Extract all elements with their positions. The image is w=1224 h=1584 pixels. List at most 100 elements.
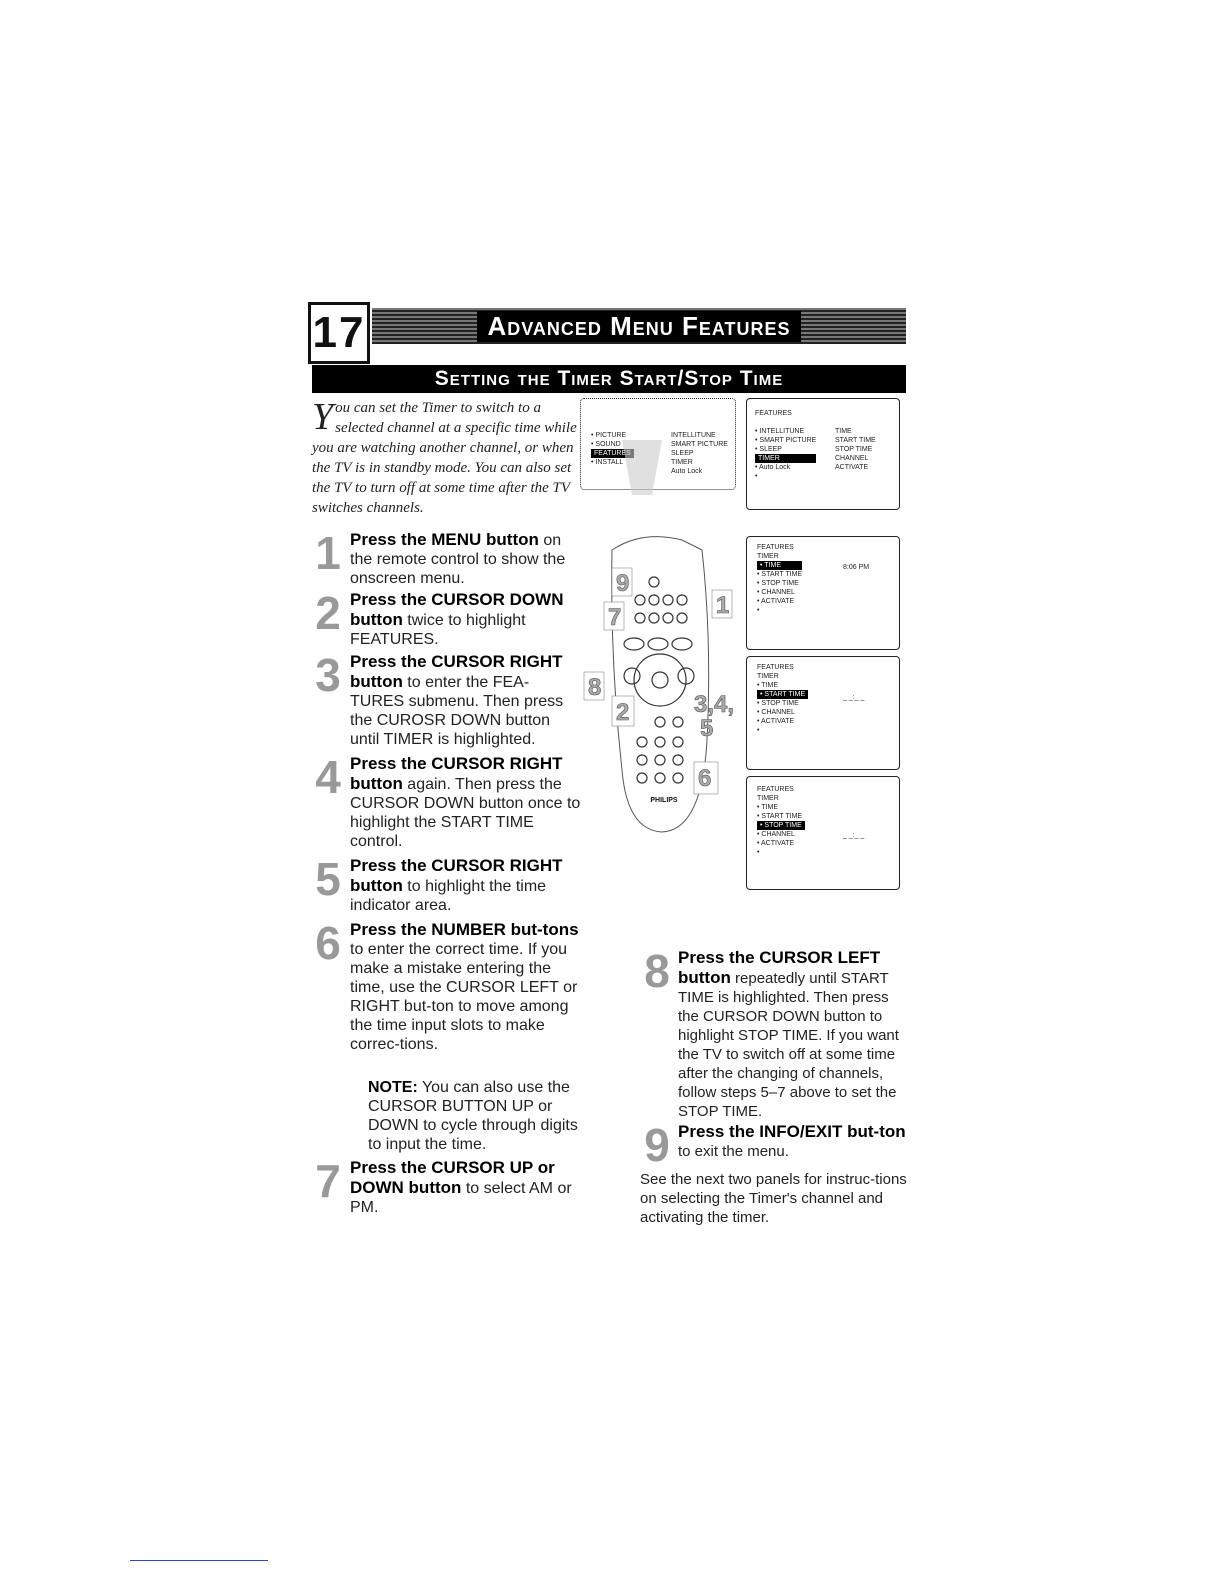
screen-title: FEATURES <box>757 786 794 793</box>
note-text: You can also use the CURSOR BUTTON UP or… <box>368 1079 578 1153</box>
step-text: again. Then press the CURSOR DOWN button… <box>350 776 581 850</box>
menu-item: • TIME <box>757 804 778 811</box>
page-number: 17 <box>308 302 370 364</box>
step-number: 7 <box>315 1155 341 1207</box>
screen-features: FEATURES • INTELLITUNE • SMART PICTURE •… <box>746 398 900 510</box>
callout-2: 2 <box>616 699 629 726</box>
menu-item: • PICTURE <box>591 432 627 439</box>
menu-arrow-icon <box>622 440 662 495</box>
callout-9: 9 <box>616 570 629 597</box>
intro-text: ou can set the Timer to switch to a sele… <box>312 400 577 516</box>
menu-item: • INTELLITUNE <box>755 428 805 435</box>
section-title: Advanced Menu Features <box>477 310 801 342</box>
menu-item: • START TIME <box>757 813 803 820</box>
step-text: repeatedly until START TIME is highlight… <box>678 970 899 1120</box>
menu-item: • <box>755 473 758 480</box>
menu-item: • ACTIVATE <box>757 840 795 847</box>
submenu-item: START TIME <box>835 437 876 444</box>
menu-item: • SOUND <box>591 441 621 448</box>
submenu-item: SLEEP <box>671 450 694 457</box>
menu-item: • CHANNEL <box>757 709 795 716</box>
step-number: 3 <box>315 649 341 701</box>
menu-item-highlighted: FEATURES <box>591 449 634 458</box>
step-7: 7 Press the CURSOR UP or DOWN button to … <box>312 1158 582 1217</box>
callout-8: 8 <box>588 674 601 701</box>
step-action: Press the CURSOR RIGHT button <box>350 652 563 691</box>
menu-item: • ACTIVATE <box>757 598 795 605</box>
callout-5: 5 <box>700 715 713 742</box>
step-action: Press the NUMBER but-tons <box>350 920 579 939</box>
screen-timer-time: FEATURES TIMER • TIME • START TIME • STO… <box>746 536 900 650</box>
remote-control-illustration: PHILIPS 9 1 7 8 2 3,4, 5 6 <box>583 440 734 833</box>
menu-item: • CHANNEL <box>757 589 795 596</box>
screen-title: FEATURES <box>757 664 794 671</box>
menu-item: • INSTALL <box>591 459 624 466</box>
screen-timer-start-time: FEATURES TIMER • TIME • START TIME • STO… <box>746 656 900 770</box>
time-value: _ _:_ _ <box>843 832 865 839</box>
submenu-item: TIMER <box>671 459 693 466</box>
note-label: NOTE: <box>368 1079 418 1096</box>
menu-item: • STOP TIME <box>757 580 799 587</box>
menu-item: • Auto Lock <box>755 464 791 471</box>
step-number: 4 <box>315 751 341 803</box>
step-action: Press the CURSOR DOWN button <box>350 590 564 629</box>
step-6: 6 Press the NUMBER but-tons to enter the… <box>312 920 582 1054</box>
step-text: to exit the menu. <box>678 1143 789 1160</box>
screen-subtitle: TIMER <box>757 673 779 680</box>
step-9: 9 Press the INFO/EXIT but-ton to exit th… <box>640 1122 910 1168</box>
callout-3-4: 3,4, <box>694 691 734 718</box>
note: NOTE: You can also use the CURSOR BUTTON… <box>368 1078 588 1154</box>
step-number: 6 <box>315 917 341 969</box>
submenu-item: CHANNEL <box>835 455 869 462</box>
submenu-item: Auto Lock <box>671 468 703 475</box>
menu-item: • START TIME <box>757 571 803 578</box>
menu-item-highlighted: • STOP TIME <box>757 821 805 830</box>
intro-dropcap: Y <box>312 396 334 438</box>
callout-1: 1 <box>716 592 729 619</box>
time-value: _ _:_ _ <box>843 694 865 701</box>
screen-timer-stop-time: FEATURES TIMER • TIME • START TIME • STO… <box>746 776 900 890</box>
menu-item: • ACTIVATE <box>757 718 795 725</box>
menu-item: • <box>757 849 760 856</box>
step-number: 5 <box>315 853 341 905</box>
screen-title: FEATURES <box>757 544 794 551</box>
step-action: Press the INFO/EXIT but-ton <box>678 1122 906 1141</box>
step-text: on the remote control to show the onscre… <box>350 532 566 587</box>
step-1: 1 Press the MENU button on the remote co… <box>312 530 582 588</box>
screen-title: FEATURES <box>755 410 792 417</box>
screen-subtitle: TIMER <box>757 795 779 802</box>
step-text: to select AM or PM. <box>350 1180 572 1216</box>
step-action: Press the MENU button <box>350 530 539 549</box>
step-text: to highlight the time indicator area. <box>350 878 547 914</box>
step-5: 5 Press the CURSOR RIGHT button to highl… <box>312 856 582 915</box>
footer-rule <box>130 1560 268 1561</box>
remote-brand: PHILIPS <box>650 797 678 804</box>
step-4: 4 Press the CURSOR RIGHT button again. T… <box>312 754 582 851</box>
step-text: to enter the correct time. If you make a… <box>350 941 578 1053</box>
menu-item-highlighted: • START TIME <box>757 690 809 699</box>
step-number: 1 <box>315 527 341 579</box>
step-number: 2 <box>315 587 341 639</box>
step-8: 8 Press the CURSOR LEFT button repeatedl… <box>640 948 910 1121</box>
step-3: 3 Press the CURSOR RIGHT button to enter… <box>312 652 582 749</box>
callout-7: 7 <box>608 604 621 631</box>
submenu-item: INTELLITUNE <box>671 432 716 439</box>
menu-item: • <box>757 727 760 734</box>
step-action: Press the CURSOR RIGHT button <box>350 754 563 793</box>
step-text: to enter the FEA-TURES submenu. Then pre… <box>350 674 564 748</box>
page-title: Setting the Timer Start/Stop Time <box>312 365 906 393</box>
submenu-item: STOP TIME <box>835 446 873 453</box>
menu-item: • <box>757 607 760 614</box>
menu-item-highlighted: • TIME <box>757 561 803 570</box>
step-text: twice to highlight FEATURES. <box>350 612 526 648</box>
menu-item: • STOP TIME <box>757 700 799 707</box>
step-action: Press the CURSOR LEFT button <box>678 948 881 987</box>
menu-item: • TIME <box>757 682 778 689</box>
section-title-bar: Advanced Menu Features <box>372 308 906 344</box>
menu-item: • CHANNEL <box>757 831 795 838</box>
screen-subtitle: TIMER <box>757 553 779 560</box>
callout-6: 6 <box>698 765 711 792</box>
submenu-item: ACTIVATE <box>835 464 869 471</box>
step-action: Press the CURSOR RIGHT button <box>350 856 563 895</box>
